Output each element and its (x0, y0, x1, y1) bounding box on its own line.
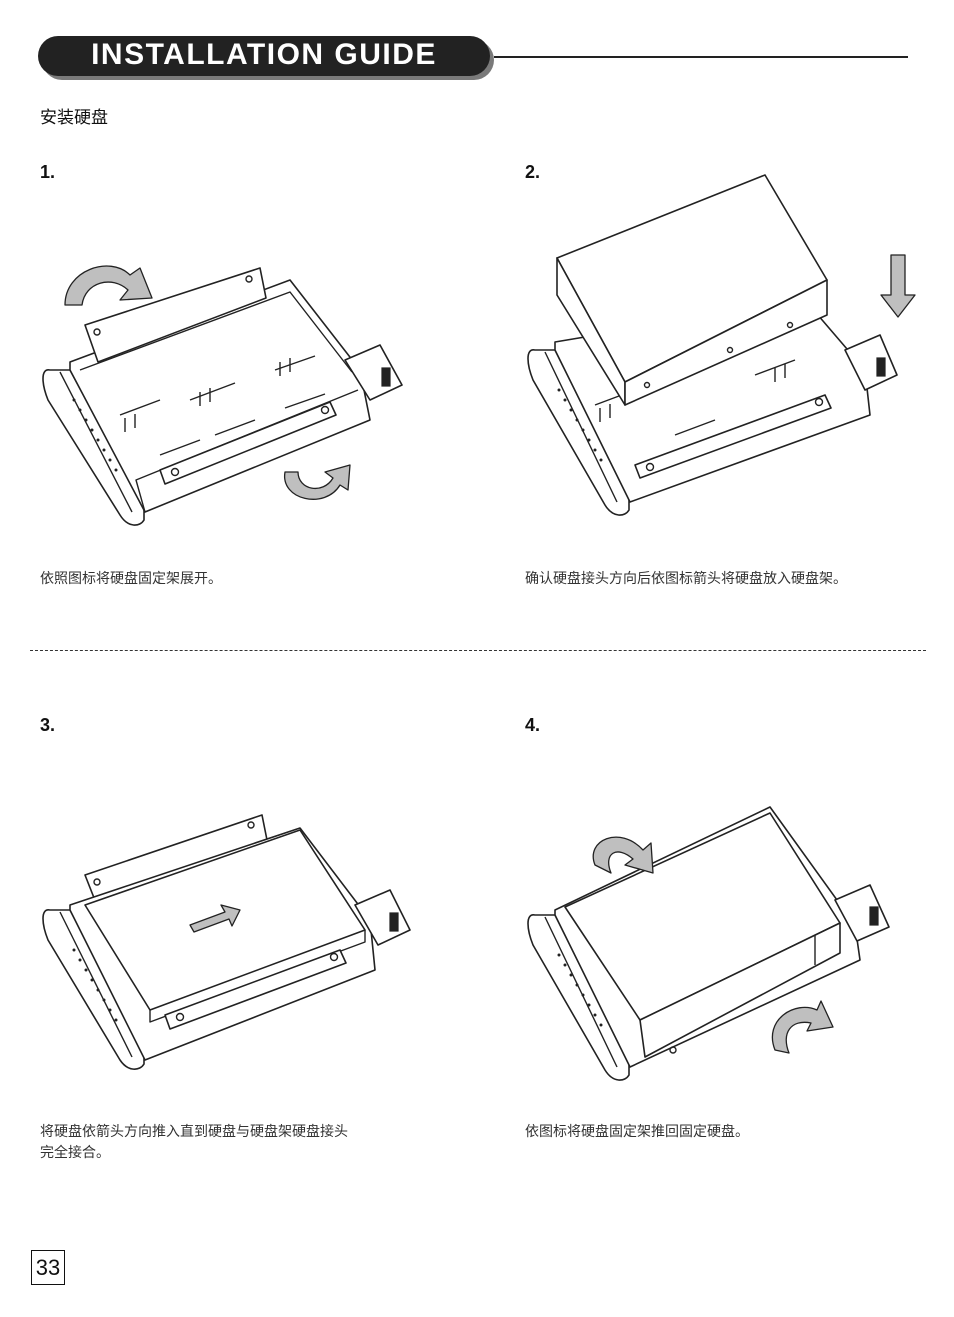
page-number: 33 (31, 1250, 65, 1285)
step-2-illustration (527, 174, 916, 516)
section-title: INSTALLATION GUIDE (91, 38, 437, 71)
step-4-number: 4. (525, 715, 541, 735)
header-rule (494, 56, 908, 58)
step-2-caption: 确认硬盘接头方向后依图标箭头将硬盘放入硬盘架。 (525, 571, 847, 587)
step-3-illustration (42, 814, 411, 1070)
step-3-caption-line-1: 将硬盘依箭头方向推入直到硬盘与硬盘架硬盘接头 (40, 1124, 348, 1140)
step-3-caption: 将硬盘依箭头方向推入直到硬盘与硬盘架硬盘接头 完全接合。 (40, 1122, 348, 1164)
step-1-caption: 依照图标将硬盘固定架展开。 (40, 571, 222, 587)
step-2-number: 2. (525, 162, 541, 182)
step-4-illustration (527, 806, 890, 1081)
step-1-illustration (42, 265, 403, 526)
step-3-caption-line-2: 完全接合。 (40, 1145, 110, 1161)
step-3-number: 3. (40, 715, 56, 735)
step-1-number: 1. (40, 162, 56, 182)
step-4-caption: 依图标将硬盘固定架推回固定硬盘。 (525, 1124, 749, 1140)
section-header: INSTALLATION GUIDE (38, 36, 490, 76)
page-subtitle: 安装硬盘 (40, 108, 108, 128)
section-divider (30, 650, 926, 651)
